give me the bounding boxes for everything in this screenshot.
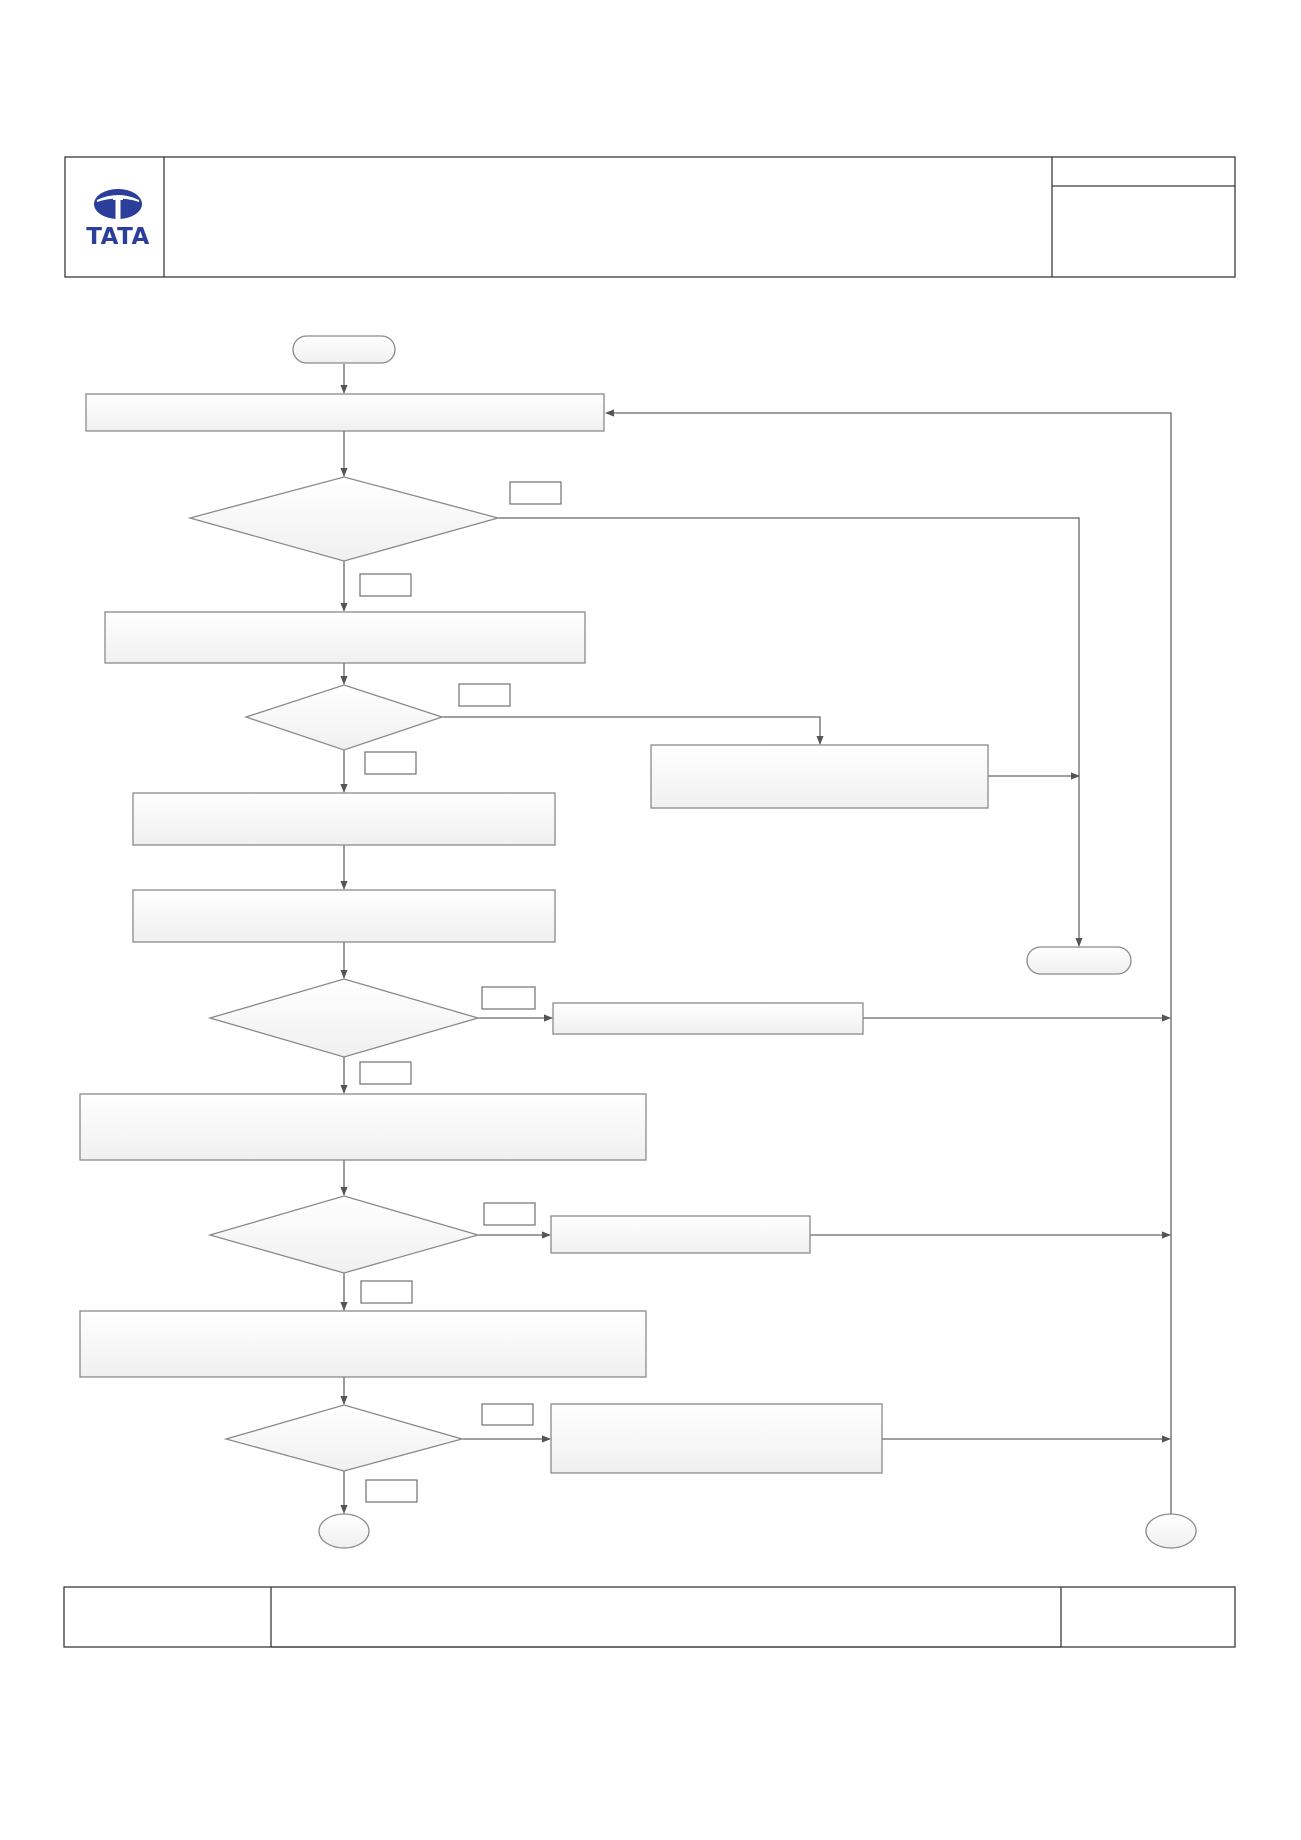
decision-3 (207, 978, 481, 1058)
off-page-connector-right (1145, 1513, 1197, 1549)
edge-return-loop (605, 409, 1172, 1514)
start-terminal (292, 335, 396, 364)
branch-label-decision5-side (481, 1403, 534, 1426)
branch-label-decision3-side (481, 986, 536, 1010)
side-process-2 (552, 1002, 864, 1035)
decision-5 (223, 1404, 465, 1472)
decision-2 (243, 684, 445, 751)
nodes (79, 335, 1197, 1549)
process-step-6 (79, 1310, 647, 1378)
side-process-4 (550, 1403, 883, 1474)
branch-label-decision4-side (483, 1202, 536, 1226)
process-step-2 (104, 611, 586, 664)
process-step-3 (132, 792, 556, 846)
side-process-1 (650, 744, 989, 809)
branch-label-decision2-side (458, 683, 511, 707)
branch-label-decision5-down (365, 1479, 418, 1503)
branch-label-decision1-side (509, 481, 562, 505)
branch-label-decision2-down (364, 751, 417, 775)
document-header: TATA (64, 156, 1236, 278)
footer-frame (63, 1586, 1236, 1648)
end-terminal (1026, 946, 1132, 975)
process-step-5 (79, 1093, 647, 1161)
off-page-connector-left (318, 1513, 370, 1549)
edge-decision2-to-side1 (442, 716, 824, 745)
connectors (340, 364, 1172, 1514)
process-step-4 (132, 889, 556, 943)
header-frame (64, 156, 1236, 278)
tata-logo: TATA (86, 189, 150, 250)
branch-label-decision3-down (359, 1061, 412, 1085)
branch-label-decision4-down (360, 1280, 413, 1304)
process-step-1 (85, 393, 605, 432)
decision-1 (187, 476, 501, 562)
branch-label-decision1-down (359, 573, 412, 597)
branch-labels (359, 481, 562, 1503)
decision-4 (207, 1195, 481, 1274)
side-process-3 (550, 1215, 811, 1254)
document-footer (63, 1586, 1236, 1648)
logo-wordmark: TATA (86, 224, 150, 250)
edge-decision1-to-end (498, 517, 1083, 947)
